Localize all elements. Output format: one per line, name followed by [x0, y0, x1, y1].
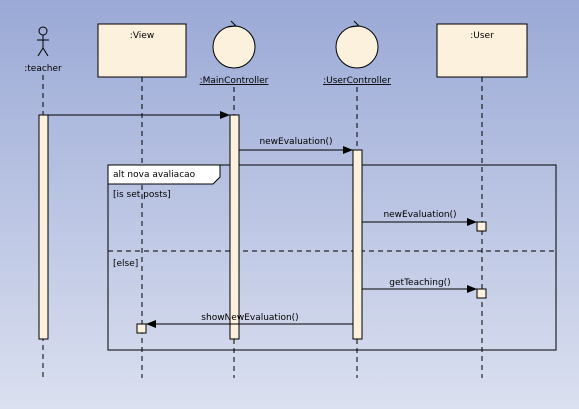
- message-new-evaluation-2[interactable]: newEvaluation(): [362, 210, 477, 226]
- lifeline-user-controller-head[interactable]: :UserController: [323, 20, 391, 86]
- lifeline-teacher-label: :teacher: [24, 64, 62, 74]
- message-show-new-evaluation[interactable]: showNewEvaluation(): [146, 313, 353, 328]
- control-icon: [335, 20, 379, 69]
- activation-teacher: [38, 114, 49, 340]
- fragment-operator-label: alt nova avaliacao: [113, 170, 196, 180]
- fragment-guard-1: [is set posts]: [113, 190, 171, 200]
- message-label: getTeaching(): [389, 278, 450, 288]
- lifeline-view-label: :View: [130, 31, 154, 41]
- lifeline-user-head[interactable]: :User: [436, 23, 528, 78]
- fragment-frame: [107, 164, 557, 351]
- lifeline-view-head[interactable]: :View: [97, 23, 187, 78]
- activation-main-controller: [229, 114, 240, 340]
- message-label: newEvaluation(): [383, 210, 456, 220]
- lifeline-main-controller-head[interactable]: :MainController: [200, 20, 269, 86]
- user-class-box: [436, 23, 528, 78]
- activation-user-controller: [352, 149, 363, 340]
- activation-user-1: [476, 221, 487, 232]
- message-get-teaching[interactable]: getTeaching(): [362, 278, 477, 293]
- fragment-operator-tab: [107, 164, 221, 185]
- actor-icon: [37, 26, 49, 57]
- view-class-box: [97, 23, 187, 78]
- activation-user-2: [476, 288, 487, 299]
- message-label: showNewEvaluation(): [201, 313, 298, 323]
- lifeline-main-controller-label: :MainController: [200, 76, 269, 86]
- activation-view: [136, 323, 147, 334]
- lifeline-user-label: :User: [470, 31, 494, 41]
- lifeline-teacher-head[interactable]: :teacher: [24, 26, 62, 74]
- alt-fragment[interactable]: alt nova avaliacao [is set posts] [else]: [107, 164, 557, 351]
- message-new-evaluation-1[interactable]: newEvaluation(): [239, 137, 353, 154]
- message-label: newEvaluation(): [259, 137, 332, 147]
- lifeline-user-controller-label: :UserController: [323, 76, 391, 86]
- control-icon: [212, 20, 256, 69]
- fragment-guard-2: [else]: [113, 259, 138, 269]
